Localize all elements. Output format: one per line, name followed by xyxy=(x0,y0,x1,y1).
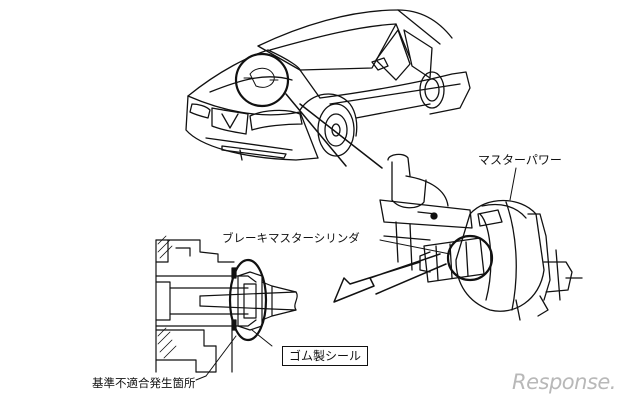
defect-location-label: 基準不適合発生箇所 xyxy=(92,376,196,390)
brake-booster-label: マスターパワー xyxy=(478,153,562,167)
response-watermark-logo: Response. xyxy=(512,370,616,394)
seal-cutaway-illustration xyxy=(155,235,298,381)
car-illustration xyxy=(185,9,471,169)
callout-arrow xyxy=(333,253,447,303)
booster-assembly-illustration xyxy=(379,153,583,321)
brake-master-cylinder-label: ブレーキマスターシリンダ xyxy=(222,231,360,245)
rubber-seal-label: ゴム製シール xyxy=(282,346,369,366)
